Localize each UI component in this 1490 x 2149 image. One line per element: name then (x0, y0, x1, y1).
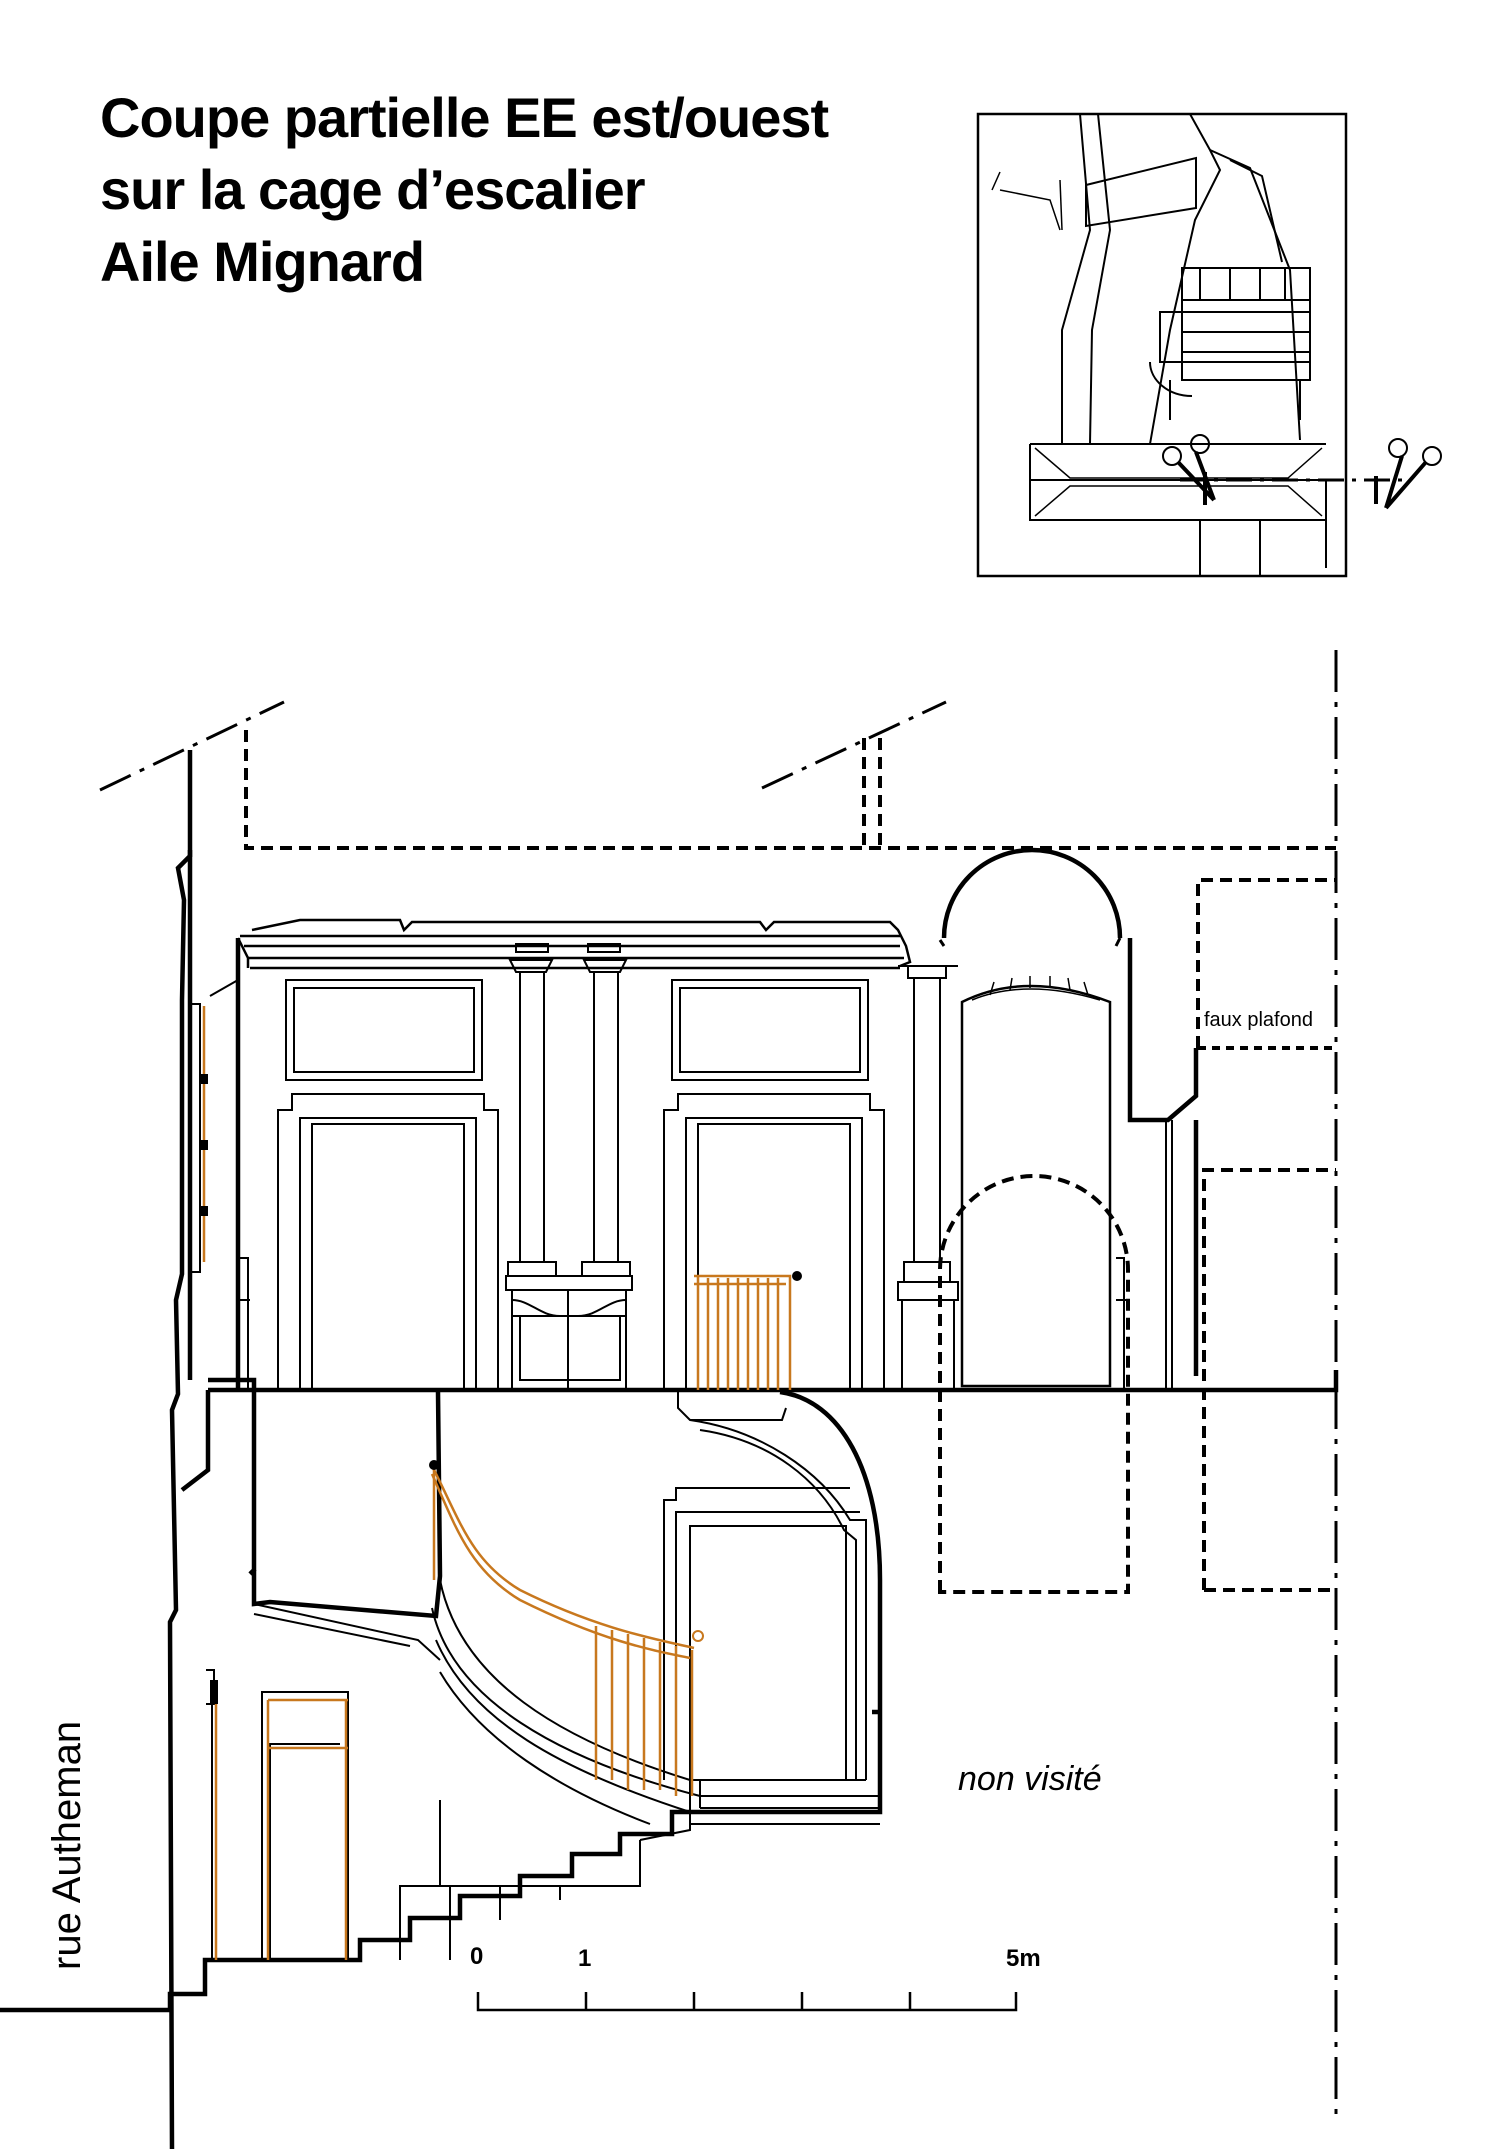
upper-panel-right (671, 979, 869, 1081)
key-plan-frame (976, 112, 1348, 578)
title-line-3: Aile Mignard (100, 230, 425, 293)
dashed-outlines (244, 730, 1336, 1594)
column-pair (505, 943, 633, 1390)
upper-panel-left (285, 979, 483, 1081)
title-line-2: sur la cage d’escalier (100, 158, 646, 221)
scissors-icon (1374, 438, 1442, 510)
rail-finial (429, 1460, 439, 1470)
key-plan (976, 112, 1410, 578)
street-label: rue Autheman (45, 1721, 89, 1970)
lower-hall (206, 1390, 880, 1960)
roof-lines (99, 700, 947, 792)
cornice (236, 918, 912, 970)
structure-thick (167, 750, 1339, 2149)
drawing-title: Coupe partielle EE est/ouest sur la cage… (100, 82, 829, 298)
faux-plafond-label: faux plafond (1204, 1009, 1313, 1031)
scale-label-5m: 5m (1006, 1945, 1041, 1972)
scissors-icon (1162, 434, 1216, 505)
rail-finial (792, 1271, 802, 1281)
scale-label-1: 1 (578, 1945, 591, 1972)
upper-room (192, 847, 1173, 1390)
scale-bar: 0 1 5m (470, 1943, 1041, 2012)
non-visite-label: non visité (958, 1760, 1102, 1798)
column-right (897, 965, 959, 1390)
scale-label-0: 0 (470, 1943, 483, 1970)
title-line-1: Coupe partielle EE est/ouest (100, 86, 829, 149)
rail-knob (692, 1630, 704, 1642)
stair-railings (202, 1006, 792, 1960)
